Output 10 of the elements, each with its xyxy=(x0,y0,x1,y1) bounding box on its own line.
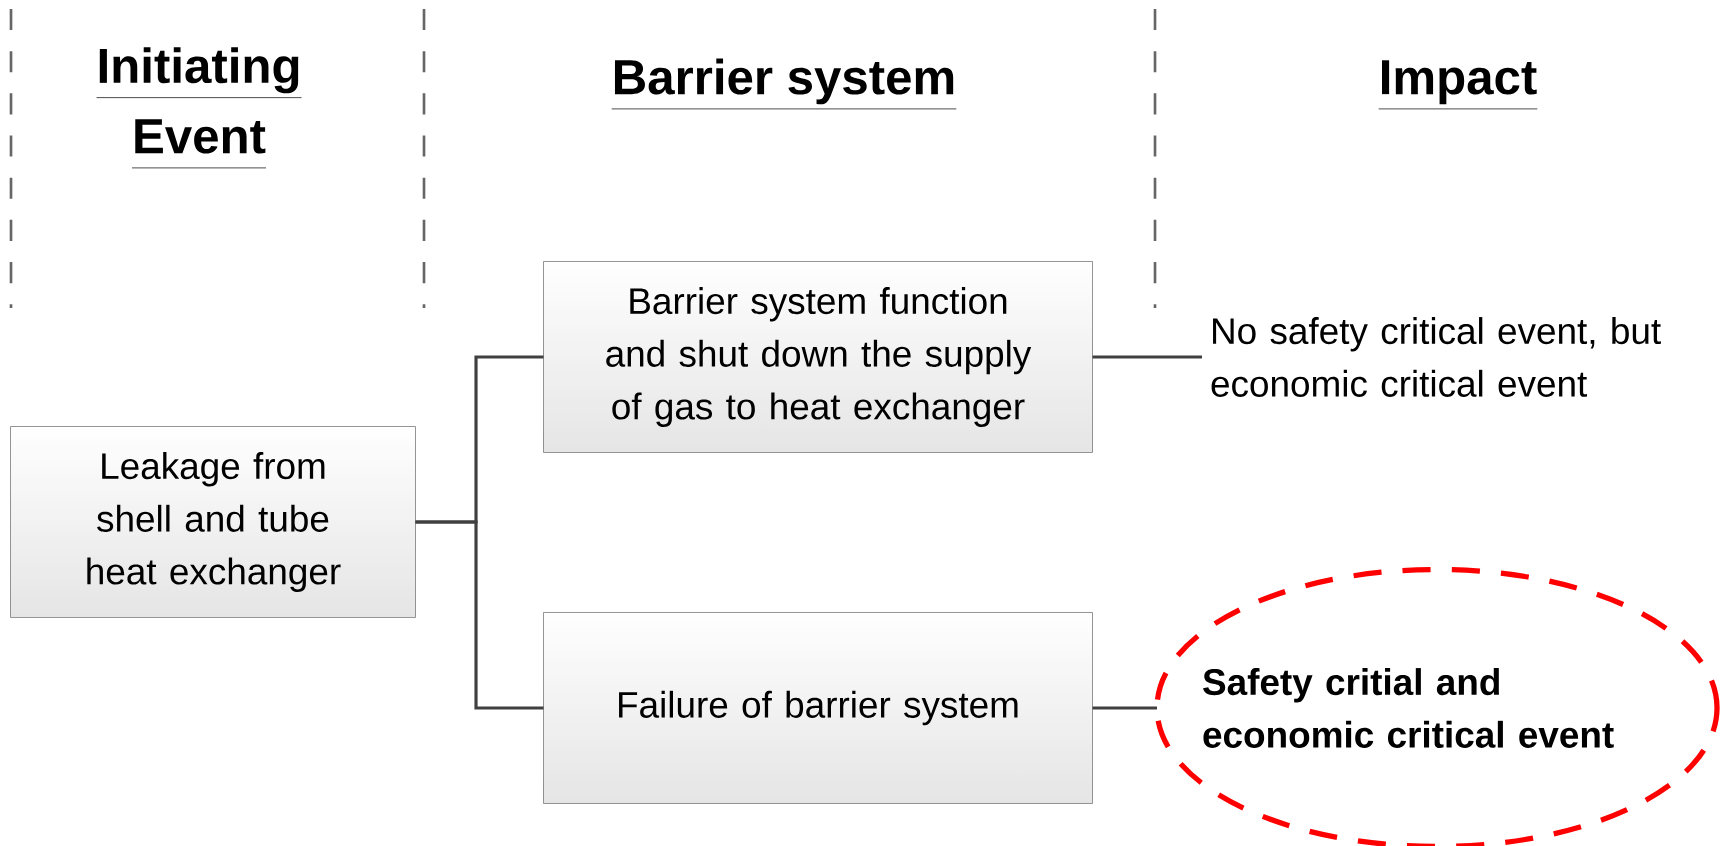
column-heading: Barrier system xyxy=(611,58,957,110)
process-box: Failure of barrier system xyxy=(543,612,1093,804)
column-heading: Initiating Event xyxy=(96,47,302,169)
outcome-text: No safety critical event, but economic critical event xyxy=(1211,317,1661,397)
process-box: Barrier system function and shut down the supply of gas to heat exchanger xyxy=(543,261,1093,453)
connector-line xyxy=(1092,706,1157,710)
process-box: Leakage from shell and tube heat exchanger xyxy=(10,426,416,618)
connector-line xyxy=(1092,355,1202,359)
connector-line xyxy=(415,520,544,710)
column-heading: Impact xyxy=(1378,60,1538,110)
